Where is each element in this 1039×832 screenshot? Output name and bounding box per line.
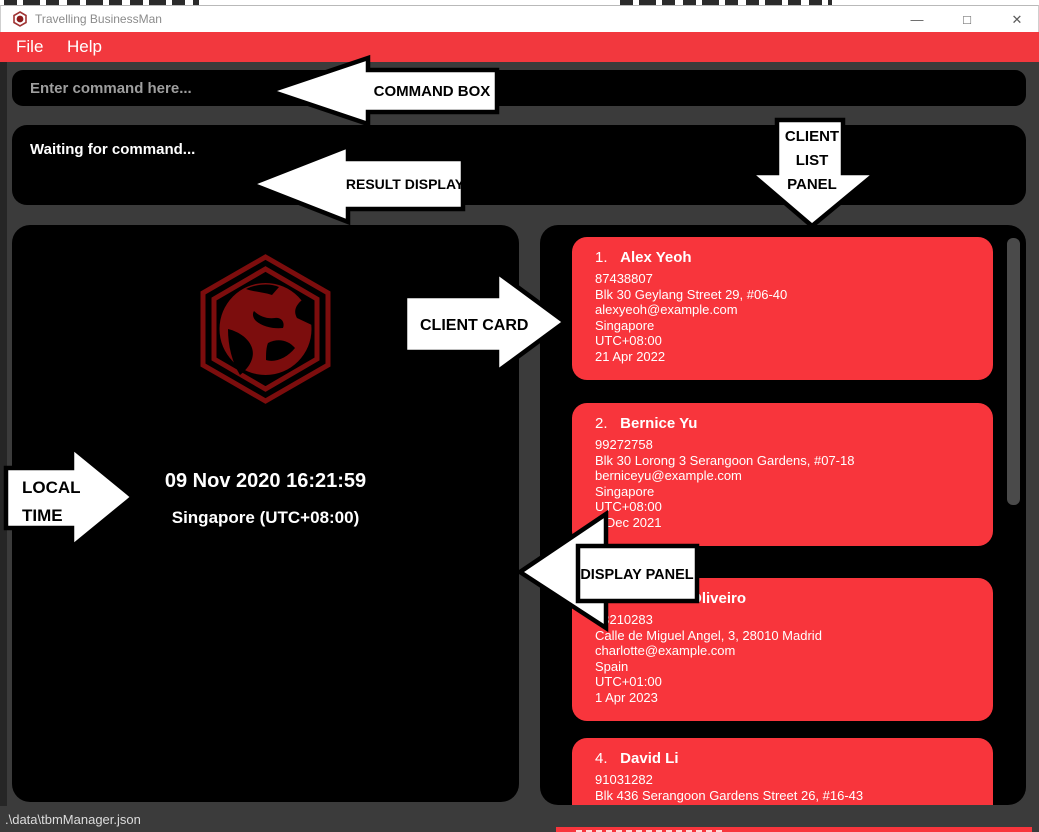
client-card[interactable]: 1. Alex Yeoh 87438807 Blk 30 Geylang Str… xyxy=(572,237,993,380)
client-name-row: 2. Bernice Yu xyxy=(595,415,979,432)
local-datetime: 09 Nov 2020 16:21:59 xyxy=(164,470,367,492)
client-index: 2. xyxy=(595,415,608,432)
client-address: Blk 30 Geylang Street 29, #06-40 xyxy=(595,286,788,302)
menu-bar: File Help xyxy=(0,32,1039,62)
client-index: 4. xyxy=(595,750,608,767)
window-title: Travelling BusinessMan xyxy=(35,12,162,26)
client-card[interactable]: 2. Bernice Yu 99272758 Blk 30 Lorong 3 S… xyxy=(572,403,993,546)
clipped-annotation-text-right xyxy=(620,0,832,5)
local-timezone: Singapore (UTC+08:00) xyxy=(171,508,360,527)
maximize-button[interactable]: □ xyxy=(963,12,971,27)
client-address: Blk 436 Serangoon Gardens Street 26, #16… xyxy=(595,787,864,803)
command-input[interactable] xyxy=(12,70,1026,106)
client-name-row: 3. Charlotte Oliveiro xyxy=(595,590,979,607)
client-country: Spain xyxy=(595,658,629,674)
result-display: Waiting for command... xyxy=(12,125,1026,205)
client-address: Calle de Miguel Angel, 3, 28010 Madrid xyxy=(595,627,822,643)
client-name: Bernice Yu xyxy=(620,415,698,432)
menu-item-help[interactable]: Help xyxy=(67,37,102,56)
menu-item-file[interactable]: File xyxy=(16,37,44,56)
client-card[interactable]: 4. David Li 91031282 Blk 436 Serangoon G… xyxy=(572,738,993,805)
client-country: Singapore xyxy=(595,317,655,333)
client-name: Charlotte Oliveiro xyxy=(620,590,747,607)
close-button[interactable]: ✕ xyxy=(1011,12,1023,27)
clipped-text-artifact xyxy=(576,830,726,832)
data-file-path: .\data\tbmManager.json xyxy=(5,812,141,827)
client-name-row: 4. David Li xyxy=(595,750,979,767)
client-index: 1. xyxy=(595,249,608,266)
client-contract-expiry: 21 Apr 2022 xyxy=(595,348,666,364)
client-email: berniceyu@example.com xyxy=(595,468,742,483)
client-name-row: 1. Alex Yeoh xyxy=(595,249,979,266)
client-country: Singapore xyxy=(595,483,655,499)
client-card[interactable]: 3. Charlotte Oliveiro 93210283 Calle de … xyxy=(572,578,993,721)
globe-hexagon-logo-icon xyxy=(200,254,331,404)
result-message: Waiting for command... xyxy=(30,141,196,158)
window-left-edge xyxy=(0,62,7,806)
client-email: alexyeoh@example.com xyxy=(595,302,738,317)
scrollbar-thumb[interactable] xyxy=(1007,238,1020,505)
client-list-panel: 1. Alex Yeoh 87438807 Blk 30 Geylang Str… xyxy=(540,225,1026,805)
client-phone: 87438807 xyxy=(595,271,653,286)
client-phone: 99272758 xyxy=(595,437,653,452)
clipped-annotation-text-left xyxy=(4,0,199,5)
client-timezone: UTC+01:00 xyxy=(595,674,662,689)
client-timezone: UTC+08:00 xyxy=(595,333,662,348)
client-phone: 91031282 xyxy=(595,772,653,787)
client-name: Alex Yeoh xyxy=(620,249,692,266)
title-bar: Travelling BusinessMan — □ ✕ xyxy=(0,5,1039,32)
minimize-button[interactable]: — xyxy=(910,12,924,27)
app-logo-icon xyxy=(13,11,27,27)
clipped-next-figure-strip xyxy=(556,827,1032,832)
client-timezone: UTC+08:00 xyxy=(595,499,662,514)
client-phone: 93210283 xyxy=(595,612,653,627)
client-name: David Li xyxy=(620,750,679,767)
display-panel: 09 Nov 2020 16:21:59 Singapore (UTC+08:0… xyxy=(12,225,519,802)
client-contract-expiry: 1 Apr 2023 xyxy=(595,689,658,705)
client-address: Blk 30 Lorong 3 Serangoon Gardens, #07-1… xyxy=(595,452,855,468)
client-index: 3. xyxy=(595,590,608,607)
client-contract-expiry: 1 Dec 2021 xyxy=(595,514,662,530)
client-email: charlotte@example.com xyxy=(595,643,736,658)
